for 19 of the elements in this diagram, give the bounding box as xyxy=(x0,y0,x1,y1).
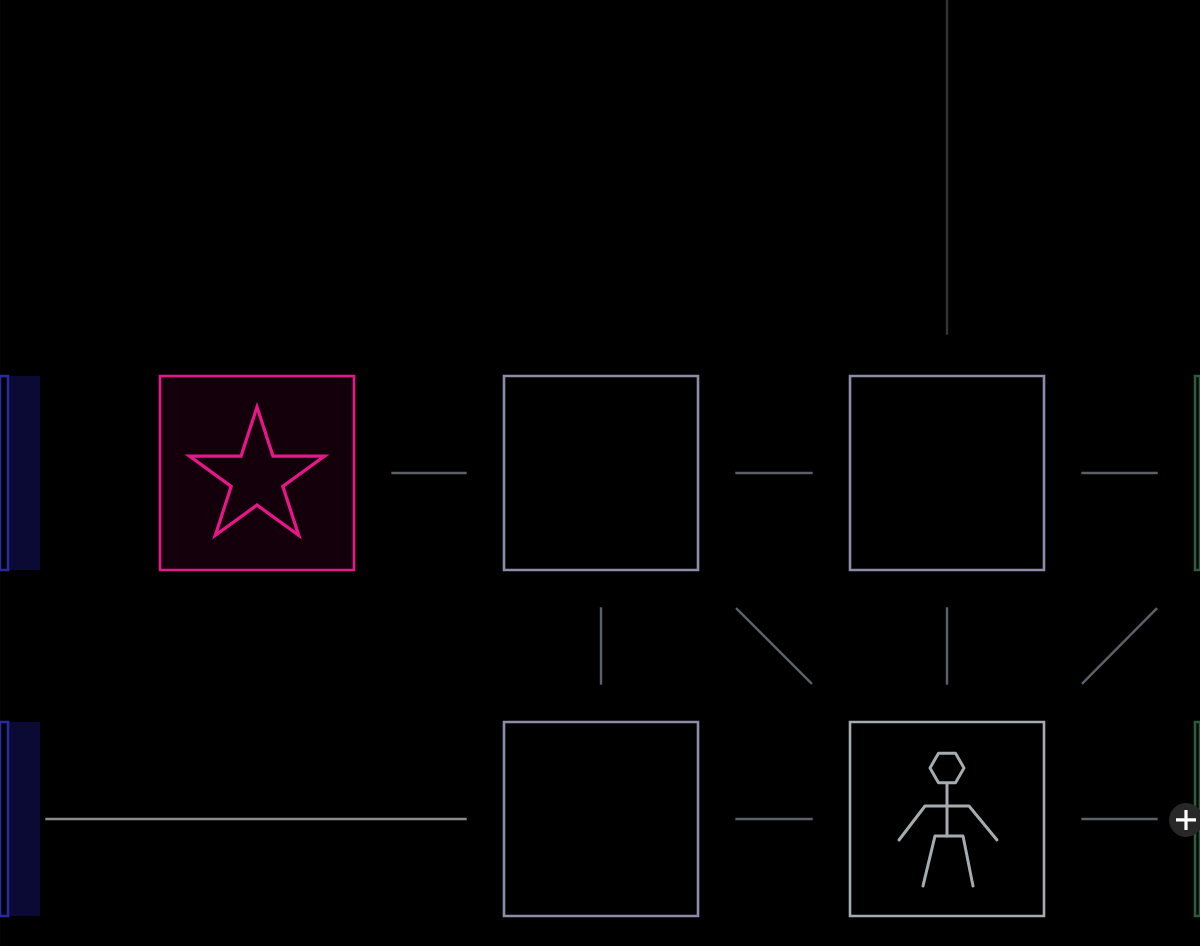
line xyxy=(1081,817,1158,821)
box xyxy=(848,720,1046,918)
line xyxy=(945,0,949,335)
line xyxy=(945,607,949,685)
box xyxy=(502,720,700,918)
box xyxy=(502,374,700,572)
line xyxy=(735,817,813,821)
line xyxy=(735,471,813,475)
line xyxy=(735,607,813,685)
box xyxy=(848,374,1046,572)
line xyxy=(391,471,467,475)
box xyxy=(1193,374,1200,572)
line xyxy=(599,607,603,685)
line xyxy=(1081,471,1158,475)
line xyxy=(1081,607,1158,685)
stick-figure xyxy=(897,751,999,888)
line xyxy=(45,817,467,821)
box xyxy=(0,374,40,572)
box xyxy=(0,720,40,918)
